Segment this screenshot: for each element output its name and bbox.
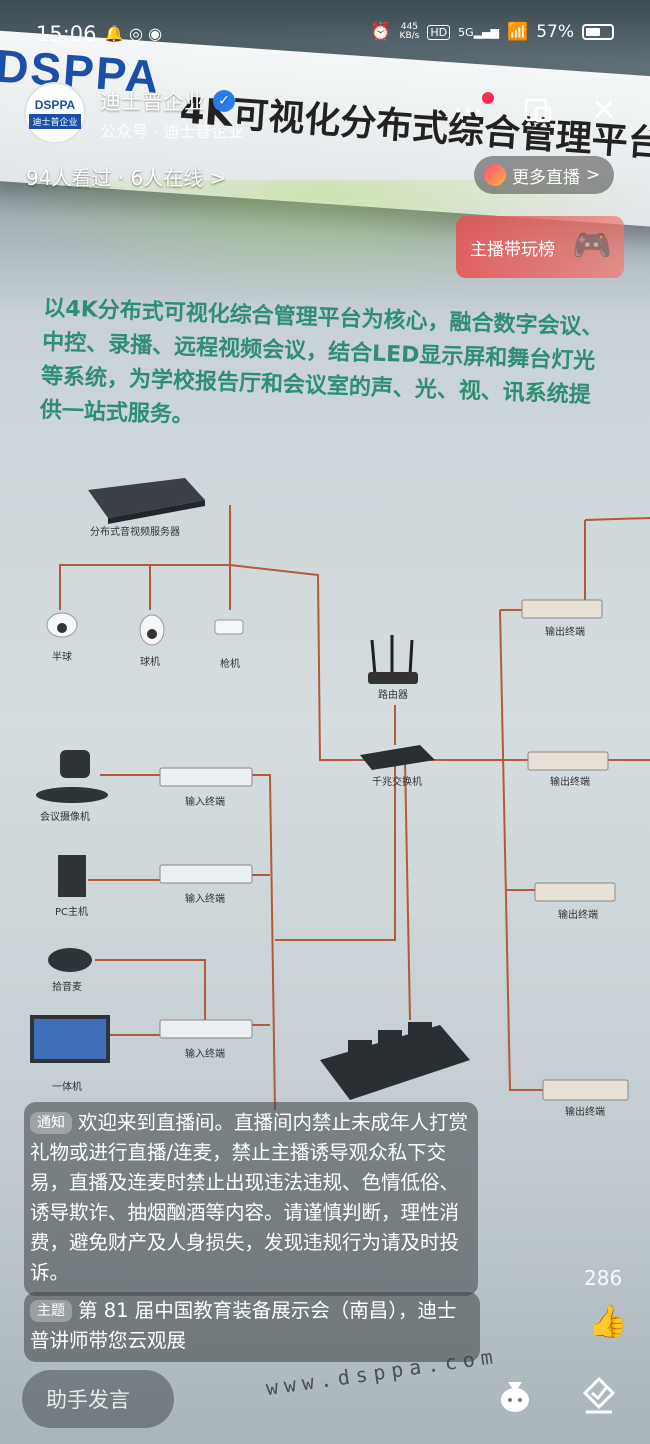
net-speed: 445 KB/s <box>399 22 420 41</box>
bell-icon: 🔔 <box>104 24 124 43</box>
share-icon[interactable] <box>580 1376 618 1414</box>
live-icon <box>484 164 506 186</box>
app-notification-icon: ◎ <box>129 24 143 43</box>
svg-text:半球: 半球 <box>52 650 72 663</box>
alarm-icon: ⏰ <box>370 22 392 42</box>
topic-tag: 主题 <box>30 1300 72 1322</box>
comment-placeholder: 助手发言 <box>46 1388 130 1412</box>
svg-text:输出终端: 输出终端 <box>550 775 590 788</box>
minimize-window-icon[interactable] <box>518 90 558 130</box>
notice-text: 欢迎来到直播间。直播间内禁止未成年人打赏礼物或进行直播/连麦，禁止主播诱导观众私… <box>30 1111 469 1284</box>
svg-text:PC主机: PC主机 <box>55 905 88 918</box>
verified-icon: ✓ <box>213 90 235 112</box>
gift-bag-icon[interactable] <box>496 1376 534 1414</box>
signal-icon: 5G▂▄▆ <box>458 25 500 39</box>
more-live-button[interactable]: 更多直播 > <box>474 156 615 194</box>
label-server: 分布式音视频服务器 <box>90 525 180 538</box>
close-icon[interactable]: ✕ <box>591 92 617 128</box>
output-terminals <box>521 599 629 1101</box>
svg-text:输入终端: 输入终端 <box>185 1047 225 1060</box>
game-controller-icon: 🎮 <box>572 226 612 264</box>
topic-message: 主题第 81 届中国教育装备展示会（南昌），迪士普讲师带您云观展 <box>24 1292 480 1362</box>
notification-icons: 🔔 ◎ ◉ <box>104 24 162 43</box>
likes-count: 286 <box>584 1266 623 1290</box>
svg-text:输出终端: 输出终端 <box>558 908 598 921</box>
svg-text:球机: 球机 <box>140 655 160 668</box>
system-diagram: 分布式音视频服务器 半球 球机 枪机 路由器 千兆交换机 输入终端 输入终端 输… <box>30 478 650 1118</box>
status-time: 15:06 <box>36 22 97 46</box>
chevron-right-icon: > <box>586 165 601 185</box>
battery-text: 57% <box>536 22 574 42</box>
app-notification-icon-2: ◉ <box>148 24 163 43</box>
account-subtitle: 公众号 · 迪士普企业 <box>100 122 244 141</box>
server-device <box>88 478 205 524</box>
status-right: ⏰ 445 KB/s HD 5G▂▄▆ 📶 57% <box>370 22 614 42</box>
poster-text: 以4K分布式可视化综合管理平台为核心，融合数字会议、中控、录播、远程视频会议，结… <box>39 295 604 429</box>
notice-message: 通知欢迎来到直播间。直播间内禁止未成年人打赏礼物或进行直播/连麦，禁止主播诱导观… <box>24 1102 478 1296</box>
svg-text:千兆交换机: 千兆交换机 <box>372 775 422 788</box>
status-bar: 15:06 🔔 ◎ ◉ ⏰ 445 KB/s HD 5G▂▄▆ 📶 57% <box>0 18 650 52</box>
hd-icon: HD <box>427 24 451 40</box>
battery-icon <box>582 24 614 40</box>
thumbs-up-icon[interactable]: 👍 <box>588 1302 628 1340</box>
input-terminals <box>159 767 253 1039</box>
host-ranking-button[interactable]: 主播带玩榜 🎮 <box>456 216 624 278</box>
svg-text:路由器: 路由器 <box>378 688 408 701</box>
topic-text: 第 81 届中国教育装备展示会（南昌），迪士普讲师带您云观展 <box>30 1299 457 1352</box>
pip-icon <box>524 98 552 123</box>
more-options-icon[interactable]: ⋯ <box>453 92 483 128</box>
avatar-caption: 迪士普企业 <box>29 113 81 129</box>
notification-dot <box>482 92 494 104</box>
chevron-right-icon: > <box>209 166 227 190</box>
svg-text:输出终端: 输出终端 <box>565 1105 605 1118</box>
svg-text:会议摄像机: 会议摄像机 <box>40 810 90 823</box>
svg-text:一体机: 一体机 <box>52 1080 82 1093</box>
account-name[interactable]: 迪士普企业 ✓ <box>100 86 235 116</box>
battery-level <box>586 28 600 36</box>
svg-text:输出终端: 输出终端 <box>545 625 585 638</box>
svg-text:拾音麦: 拾音麦 <box>52 980 82 993</box>
svg-text:输入终端: 输入终端 <box>185 795 225 808</box>
svg-text:输入终端: 输入终端 <box>185 892 225 905</box>
wifi-icon: 📶 <box>507 22 529 42</box>
avatar-logo: DSPPA <box>34 97 76 112</box>
comment-input[interactable]: 助手发言 <box>22 1370 174 1428</box>
banner-headline: 4K可视化分布式综合管理平台 <box>178 90 650 166</box>
notice-tag: 通知 <box>30 1112 72 1134</box>
account-avatar[interactable]: DSPPA 迪士普企业 <box>24 82 86 144</box>
svg-text:枪机: 枪机 <box>220 657 240 670</box>
viewer-count[interactable]: 94人看过 · 6人在线 > <box>26 166 227 190</box>
